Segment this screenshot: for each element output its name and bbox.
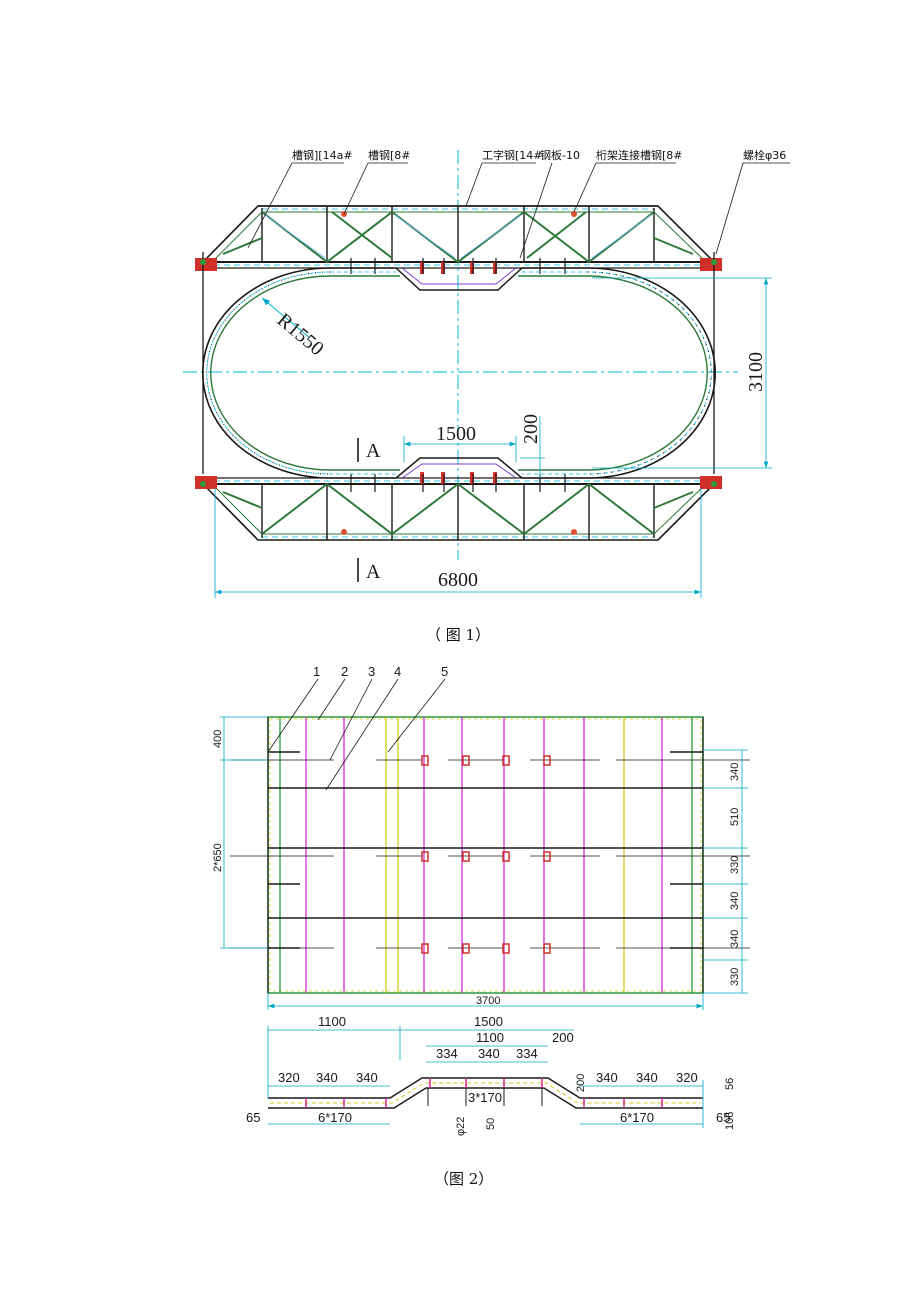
plan-dim-left-top: 400	[212, 730, 224, 748]
dim-1500: 1500	[436, 423, 476, 445]
sec-r2: 340	[636, 1070, 658, 1085]
callouts: 槽钢][14a# 槽钢[8# 工字钢[14# 钢板-10 桁架连接槽钢[8# 螺…	[247, 148, 790, 259]
sec-edge-left: 65	[246, 1110, 260, 1125]
figure2-caption: （图 2）	[434, 1170, 493, 1188]
sec-left-bottom: 6*170	[318, 1110, 352, 1125]
plan-dim-r6: 330	[729, 968, 741, 986]
top-truss	[195, 205, 722, 474]
sec-thickness-a: 56	[724, 1078, 736, 1090]
plan-dim-left-mid: 2*650	[212, 843, 224, 872]
sec-l1: 320	[278, 1070, 300, 1085]
figure-1: R1550 槽钢][14a# 槽钢[8# 工字钢[14# 钢板-10 桁架连接槽…	[183, 148, 790, 644]
callout-channel-14a: 槽钢][14a#	[292, 149, 353, 162]
sec-l2: 340	[316, 1070, 338, 1085]
sec-side-depth: 200	[575, 1074, 587, 1092]
sec-offset: 50	[485, 1118, 497, 1130]
figure-2-section: 1100 1500 1100 200 334 340 334 320 340 3…	[246, 1014, 736, 1136]
dim-3100: 3100	[745, 352, 767, 392]
plan-dim-width: 3700	[476, 995, 500, 1007]
callout-truss-channel: 桁架连接槽钢[8#	[596, 148, 683, 162]
figure1-caption: （ 图 1）	[426, 626, 490, 644]
plan-dim-r3: 330	[729, 856, 741, 874]
sec-thickness-b: 106	[724, 1112, 736, 1130]
item-5: 5	[441, 664, 448, 679]
sec-right-bottom: 6*170	[620, 1110, 654, 1125]
sec-center-bottom: 3*170	[468, 1090, 502, 1105]
item-4: 4	[394, 664, 401, 679]
sec-center-span: 1100	[476, 1030, 504, 1045]
figure1-dimensions: 6800 3100 1500 200 A A	[214, 277, 772, 598]
plan-dim-r4: 340	[729, 892, 741, 910]
sec-l3: 340	[356, 1070, 378, 1085]
dim-200: 200	[520, 414, 542, 444]
plan-dim-r5: 340	[729, 930, 741, 948]
callout-bolt: 螺栓φ36	[743, 148, 786, 162]
sec-top-right: 1500	[474, 1014, 503, 1029]
callout-i-beam: 工字钢[14#	[482, 148, 543, 162]
sec-c2: 340	[478, 1046, 500, 1061]
racetrack-form: R1550	[202, 267, 716, 479]
top-notch	[350, 258, 566, 291]
sec-top-left: 1100	[318, 1014, 346, 1029]
dim-6800: 6800	[438, 569, 478, 591]
sec-r1: 340	[596, 1070, 618, 1085]
section-mark-bottom: A	[366, 561, 381, 583]
plan-dim-r1: 340	[729, 763, 741, 781]
figure-2-plan: 1 2 3 4 5 3700 400 2*650 340 510 330 340…	[212, 664, 750, 1010]
plan-dim-r2: 510	[729, 808, 741, 826]
sec-c3: 334	[516, 1046, 538, 1061]
item-2: 2	[341, 664, 348, 679]
radius-label: R1550	[273, 309, 328, 360]
bottom-truss	[195, 476, 722, 541]
sec-edge-right: 65	[716, 1110, 730, 1125]
item-3: 3	[368, 664, 375, 679]
bottom-notch	[350, 457, 566, 492]
sec-bolt: φ22	[455, 1117, 467, 1136]
callout-steel-plate: 钢板-10	[540, 148, 580, 162]
callout-channel-8: 槽钢[8#	[368, 149, 411, 162]
sec-depth: 200	[552, 1030, 574, 1045]
section-mark-top: A	[366, 440, 381, 462]
item-1: 1	[313, 664, 320, 679]
sec-c1: 334	[436, 1046, 458, 1061]
sec-r3: 320	[676, 1070, 698, 1085]
